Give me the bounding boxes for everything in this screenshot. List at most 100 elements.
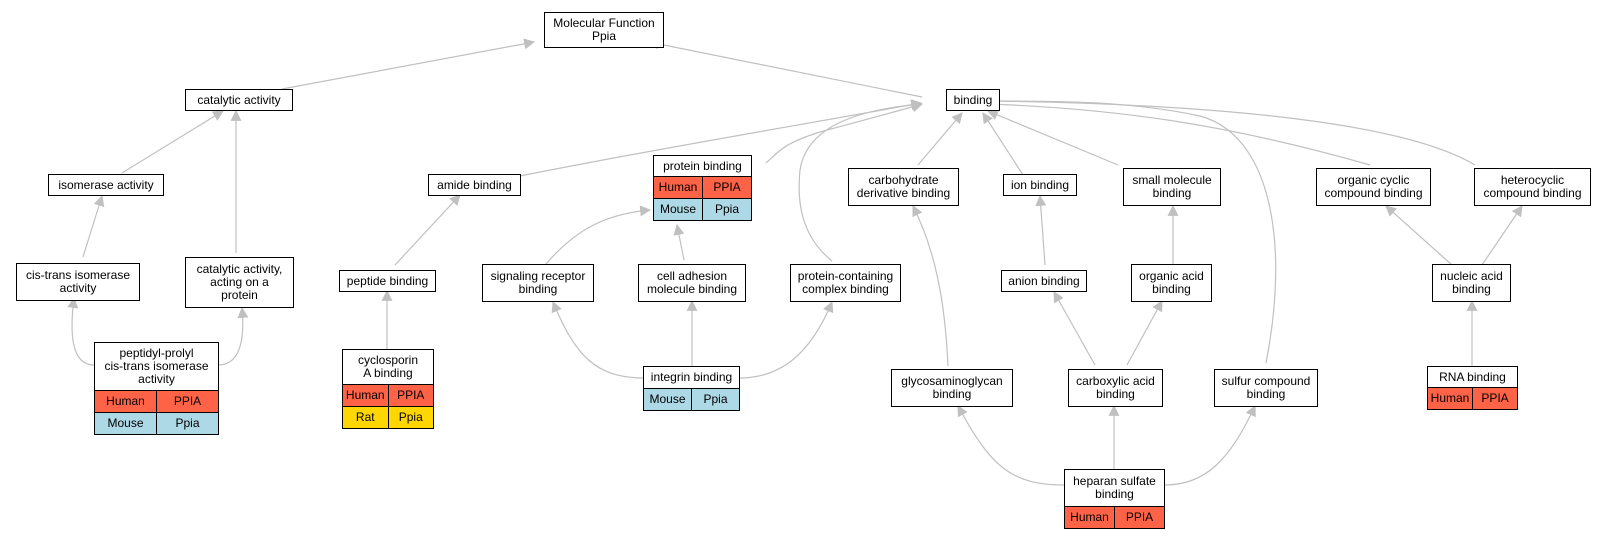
edge-catalytic-to-mf (281, 38, 536, 90)
go-node-isomerase-activity[interactable]: isomerase activity (48, 174, 164, 196)
edge-ppi-to-cistrans (67, 296, 95, 366)
node-label: binding (953, 92, 993, 107)
edge-integrin-to-pcc (738, 300, 834, 379)
edge-celladh-to-protein (673, 223, 685, 261)
node-label: small molecule binding (1132, 173, 1212, 200)
go-node-cis-trans-isomerase-activity[interactable]: cis-trans isomerase activity (16, 263, 140, 301)
node-label: signaling receptor binding (490, 269, 586, 296)
go-node-integrin-binding[interactable]: integrin binding Mouse Ppia (643, 366, 740, 411)
go-node-organic-acid-binding[interactable]: organic acid binding (1131, 264, 1212, 302)
edge-peptide-to-amide (394, 194, 461, 266)
edge-sulfur-to-binding (988, 95, 1277, 364)
species-row-mouse: Mouse Ppia (95, 412, 218, 434)
node-label: peptidyl-prolyl cis-trans isomerase acti… (104, 346, 209, 386)
go-node-catalytic-activity-acting-on-protein[interactable]: catalytic activity, acting on a protein (185, 257, 294, 308)
go-node-cyclosporin-a-binding[interactable]: cyclosporin A binding Human PPIA Rat Ppi… (342, 349, 434, 429)
go-node-heparan-sulfate-binding[interactable]: heparan sulfate binding Human PPIA (1064, 469, 1165, 529)
gene-cell: PPIA (387, 385, 433, 406)
species-row-mouse: Mouse Ppia (654, 198, 751, 220)
edge-carbder-to-binding (917, 112, 963, 166)
go-node-cell-adhesion-molecule-binding[interactable]: cell adhesion molecule binding (638, 264, 746, 302)
node-label: catalytic activity (197, 92, 281, 107)
gene-cell: PPIA (1114, 507, 1164, 528)
species-row-human: Human PPIA (343, 384, 433, 406)
go-node-organic-cyclic-compound-binding[interactable]: organic cyclic compound binding (1316, 168, 1431, 206)
edge-ppi-to-catprot (217, 306, 249, 366)
node-label: sulfur compound binding (1221, 374, 1311, 401)
edge-occ-to-binding (988, 98, 1371, 166)
edge-anion-to-ion (1035, 194, 1047, 266)
node-label: cell adhesion molecule binding (646, 269, 738, 296)
edge-heparan-to-sulfur (1164, 405, 1256, 486)
go-node-rna-binding[interactable]: RNA binding Human PPIA (1427, 366, 1518, 410)
go-node-ion-binding[interactable]: ion binding (1003, 174, 1077, 196)
edge-nucleic-to-het (1481, 205, 1523, 266)
go-node-catalytic-activity[interactable]: catalytic activity (185, 89, 293, 111)
edge-heparan-to-gag (957, 405, 1065, 486)
go-node-small-molecule-binding[interactable]: small molecule binding (1123, 168, 1221, 206)
node-label: cis-trans isomerase activity (25, 268, 131, 295)
go-node-carboxylic-acid-binding[interactable]: carboxylic acid binding (1068, 369, 1163, 407)
species-cell: Human (95, 391, 156, 412)
species-cell: Human (343, 385, 388, 406)
node-label: cyclosporin A binding (357, 353, 419, 380)
go-node-signaling-receptor-binding[interactable]: signaling receptor binding (482, 264, 594, 302)
gene-cell: Ppia (156, 413, 218, 434)
go-node-binding[interactable]: binding (946, 89, 1000, 111)
node-label: heterocyclic compound binding (1483, 173, 1582, 200)
edge-carboxylic-to-anion (1053, 291, 1096, 366)
go-node-peptidyl-prolyl-cis-trans-isomerase-activity[interactable]: peptidyl-prolyl cis-trans isomerase acti… (94, 342, 219, 435)
node-label: nucleic acid binding (1440, 269, 1503, 296)
node-label: RNA binding (1439, 369, 1506, 384)
edge-integrin-to-signaling (551, 300, 645, 379)
edge-isomerase-to-catalytic (121, 110, 224, 174)
go-node-protein-containing-complex-binding[interactable]: protein-containing complex binding (790, 264, 901, 302)
node-label: organic acid binding (1139, 269, 1204, 296)
go-node-molecular-function[interactable]: Molecular Function Ppia (544, 12, 664, 48)
edge-cistrans-to-isomerase (82, 194, 105, 258)
species-row-rat: Rat Ppia (343, 406, 433, 428)
go-node-sulfur-compound-binding[interactable]: sulfur compound binding (1214, 369, 1318, 407)
edge-ion-to-binding (982, 112, 1024, 176)
gene-cell: PPIA (702, 177, 751, 198)
gene-cell: Ppia (387, 407, 433, 428)
edge-signaling-to-protein (544, 205, 652, 266)
go-node-anion-binding[interactable]: anion binding (1001, 270, 1087, 292)
gene-cell: Ppia (691, 389, 739, 410)
node-label: ion binding (1010, 177, 1070, 192)
species-row-human: Human PPIA (654, 176, 751, 198)
species-row-human: Human PPIA (95, 390, 218, 412)
go-node-glycosaminoglycan-binding[interactable]: glycosaminoglycan binding (891, 369, 1013, 407)
species-cell: Mouse (644, 389, 691, 410)
go-node-amide-binding[interactable]: amide binding (428, 174, 521, 196)
node-label: isomerase activity (58, 177, 154, 192)
node-label: anion binding (1008, 273, 1080, 288)
go-node-carbohydrate-derivative-binding[interactable]: carbohydrate derivative binding (848, 168, 959, 206)
species-cell: Mouse (95, 413, 156, 434)
edge-small-to-binding (986, 109, 1119, 166)
species-row-mouse: Mouse Ppia (644, 388, 739, 410)
node-label: organic cyclic compound binding (1324, 173, 1423, 200)
gene-cell: PPIA (1472, 388, 1517, 409)
species-cell: Rat (343, 407, 388, 428)
node-label: amide binding (437, 177, 512, 192)
node-label: heparan sulfate binding (1073, 474, 1156, 501)
go-node-peptide-binding[interactable]: peptide binding (339, 270, 436, 292)
species-cell: Human (1065, 507, 1114, 528)
species-row-human: Human PPIA (1065, 506, 1164, 528)
species-cell: Human (654, 177, 702, 198)
go-node-protein-binding[interactable]: protein binding Human PPIA Mouse Ppia (653, 155, 752, 221)
node-label: carboxylic acid binding (1076, 374, 1155, 401)
edge-gag-to-carbder (912, 205, 949, 367)
node-label: glycosaminoglycan binding (901, 374, 1003, 401)
species-cell: Mouse (654, 199, 702, 220)
node-label: Molecular Function Ppia (553, 16, 655, 43)
go-node-nucleic-acid-binding[interactable]: nucleic acid binding (1432, 264, 1511, 302)
edge-pcc-to-binding (798, 99, 924, 262)
node-label: carbohydrate derivative binding (856, 173, 951, 200)
go-node-heterocyclic-compound-binding[interactable]: heterocyclic compound binding (1474, 168, 1591, 206)
species-row-human: Human PPIA (1428, 387, 1517, 409)
gene-cell: PPIA (156, 391, 218, 412)
node-label: integrin binding (650, 370, 733, 384)
